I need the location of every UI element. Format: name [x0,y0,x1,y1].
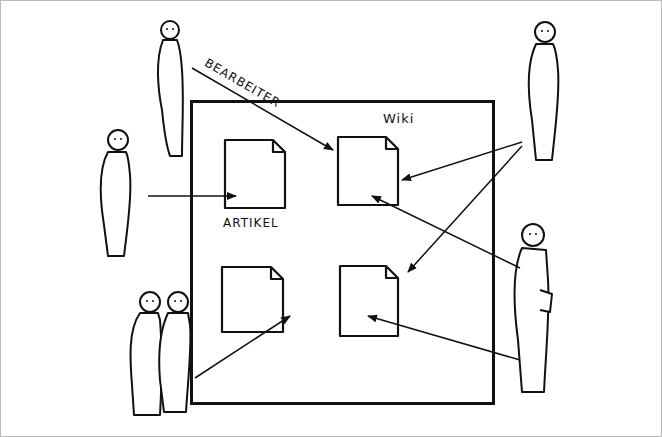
document-icons [222,137,398,336]
person-figures [101,21,559,415]
person-eyes [114,28,549,302]
edit-arrows [148,68,522,378]
wiki-title: Wiki [383,111,414,126]
wiki-box: WikiARTIKEL [190,100,495,405]
document-icon [223,138,287,210]
article-node: ARTIKEL [223,138,291,231]
article-label: ARTIKEL [223,216,279,230]
